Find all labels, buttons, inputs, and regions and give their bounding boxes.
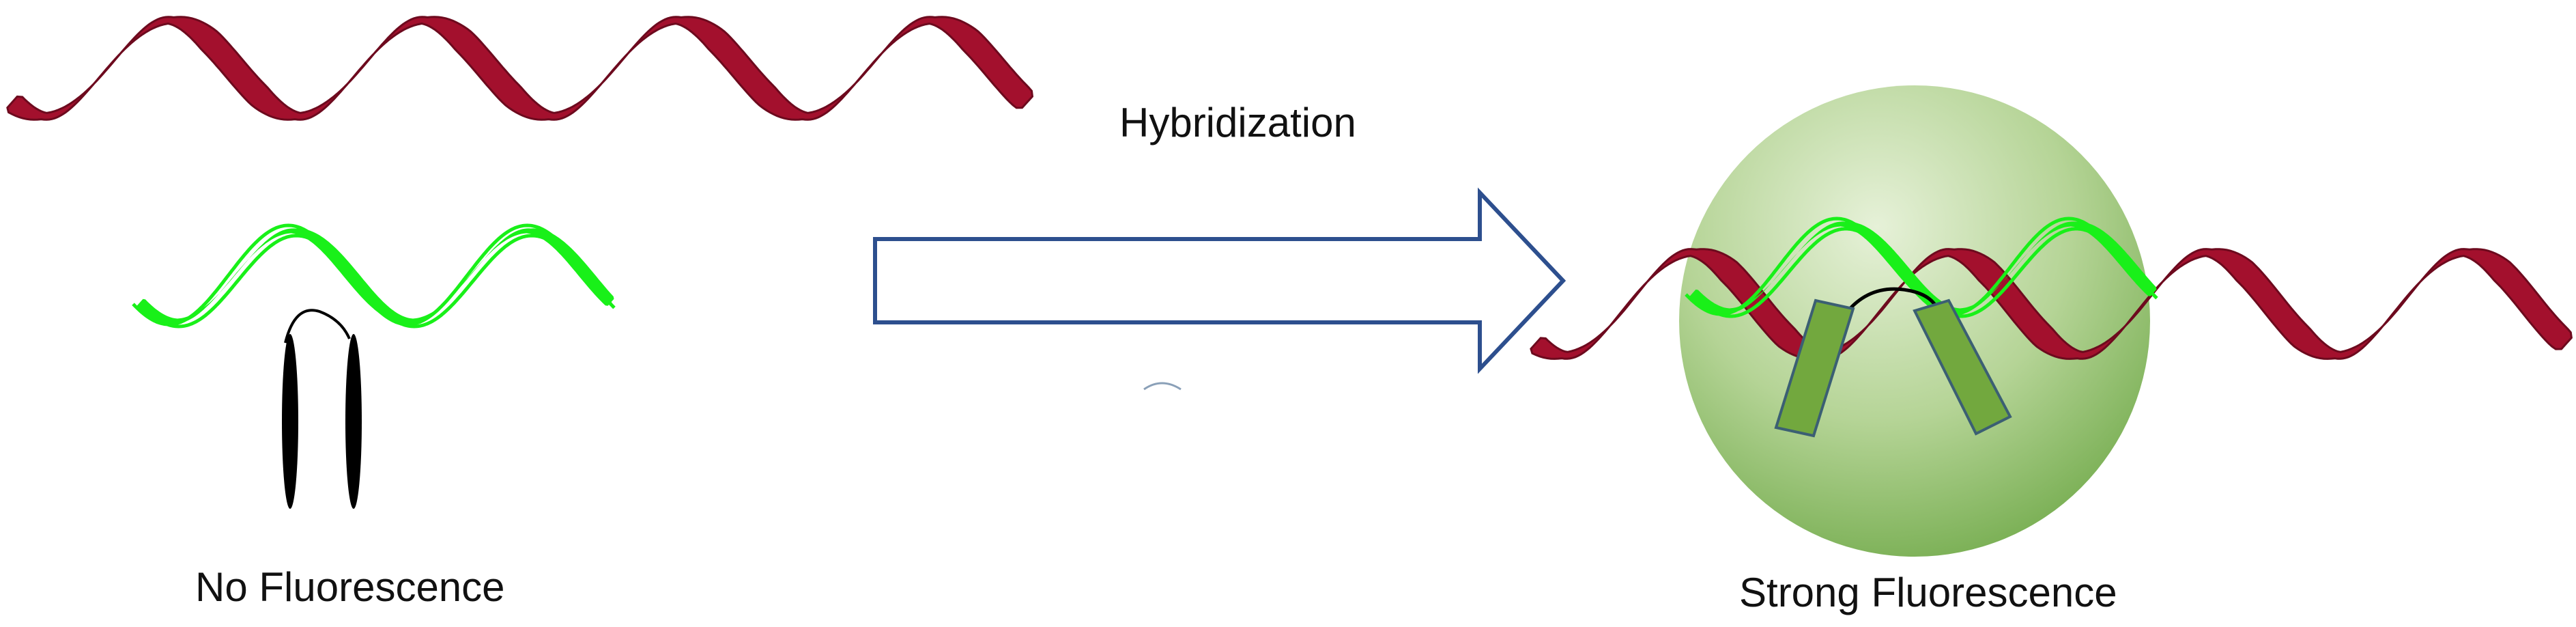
quencher-left <box>282 334 298 509</box>
quencher-right <box>345 334 362 509</box>
fluorescence-glow <box>1679 85 2150 557</box>
fluorophore-right <box>1913 298 2012 436</box>
small-arc-mark <box>1143 382 1182 391</box>
probe-strand-unbound <box>132 223 616 329</box>
no-fluorescence-label: No Fluorescence <box>195 564 505 610</box>
fluorophore-left <box>1774 298 1855 438</box>
target-strand-top <box>6 16 1034 121</box>
hybridization-label: Hybridization <box>1119 100 1356 145</box>
right-arrow-icon[interactable] <box>873 187 1566 374</box>
target-strand-top-ribbon <box>6 16 1034 121</box>
target-strand-right-ribbon <box>1530 248 2573 360</box>
beacon-linker-left <box>284 309 351 344</box>
target-strand-hybridized <box>1530 248 2573 360</box>
probe-left-ribbon <box>137 228 614 324</box>
strong-fluorescence-label: Strong Fluorescence <box>1739 570 2117 615</box>
probe-left-outline-a <box>132 223 612 326</box>
